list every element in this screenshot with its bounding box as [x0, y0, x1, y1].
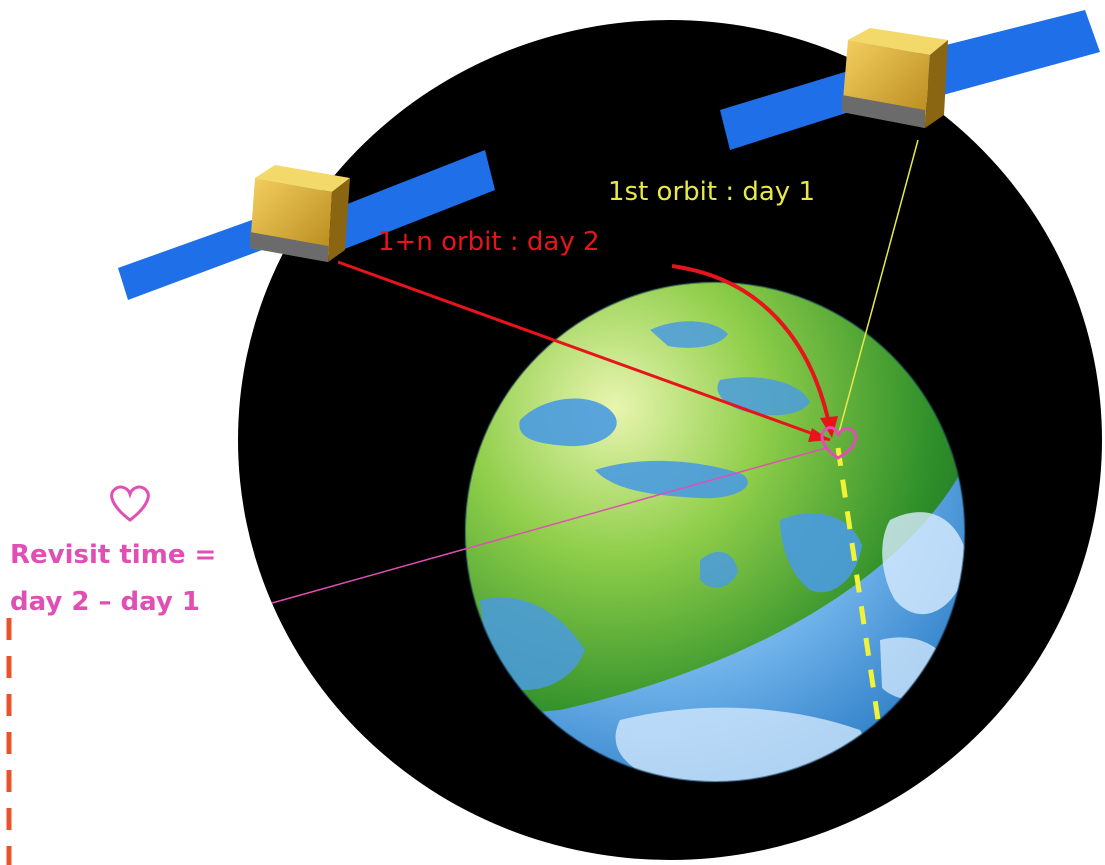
n-orbit-label: 1+n orbit : day 2 — [378, 227, 600, 257]
target-point-marker — [820, 426, 858, 460]
ground-track-dashed — [835, 447, 881, 721]
satellite-icon — [720, 10, 1100, 150]
revisit-leader-line — [271, 447, 827, 604]
heart-icon — [110, 485, 150, 522]
first-orbit-line — [837, 139, 919, 437]
n-orbit-curve-arrow — [671, 264, 832, 429]
satellite-icon — [118, 150, 495, 300]
n-orbit-line — [337, 260, 831, 442]
first-orbit-label: 1st orbit : day 1 — [608, 177, 815, 207]
revisit-time-line1: Revisit time = — [10, 540, 216, 570]
earth-globe — [464, 281, 966, 783]
revisit-time-line2: day 2 – day 1 — [10, 587, 200, 617]
